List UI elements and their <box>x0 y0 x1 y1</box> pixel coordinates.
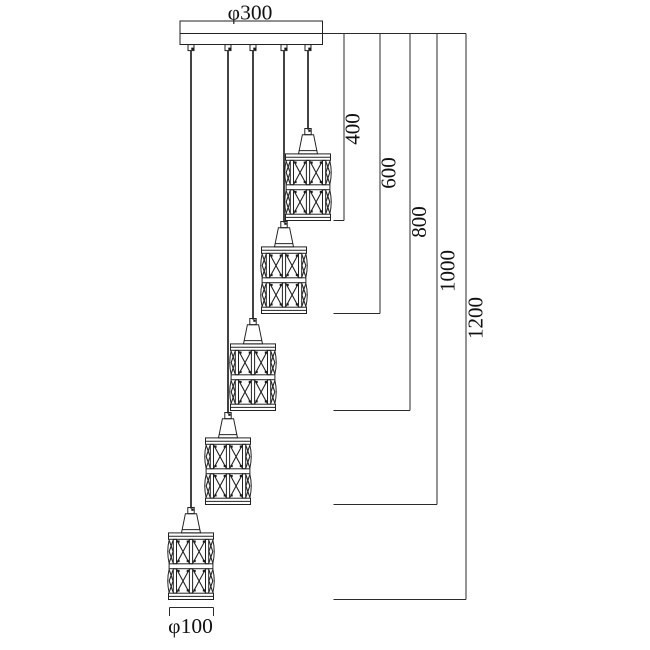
pendant-lamp-2 <box>261 222 307 314</box>
cord-holders <box>187 44 312 52</box>
dimension-label-600: 600 <box>377 157 401 189</box>
pendant-lamp-4 <box>205 413 251 505</box>
canopy-diameter-label: φ300 <box>228 1 273 25</box>
pendant-lamp-1 <box>285 129 331 221</box>
shade-diameter-label: φ100 <box>168 614 213 638</box>
pendant-cords <box>190 50 309 509</box>
dimension-lines <box>322 33 467 600</box>
pendant-lamp-3 <box>230 319 276 411</box>
ceiling-canopy <box>179 20 323 45</box>
dimension-label-1200: 1200 <box>464 297 488 339</box>
dimension-label-1000: 1000 <box>436 250 460 292</box>
dimension-label-400: 400 <box>341 113 365 145</box>
pendant-lamp-5 <box>168 508 214 600</box>
shade-diameter-bracket <box>169 607 214 616</box>
dimension-label-800: 800 <box>407 206 431 238</box>
